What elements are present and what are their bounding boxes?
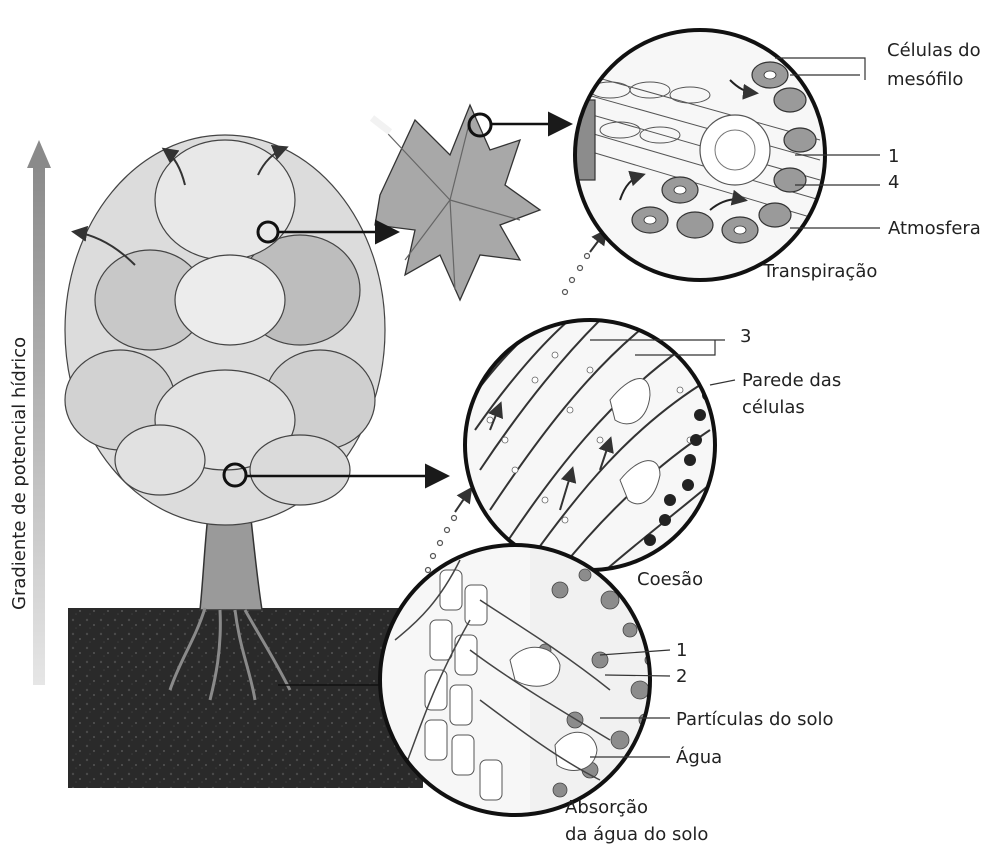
label-mesophyll-1: Células do	[887, 40, 981, 61]
label-root-num-1: 1	[676, 640, 687, 661]
label-atmosphere: Atmosfera	[888, 218, 981, 239]
caption-absorption-2: da água do solo	[565, 824, 708, 845]
axis-label: Gradiente de potencial hídrico	[9, 337, 30, 610]
soil	[68, 608, 423, 788]
caption-transpiration: Transpiração	[762, 261, 877, 282]
label-water: Água	[676, 746, 722, 768]
caption-absorption-1: Absorção	[565, 797, 648, 818]
leaf-detail-panel	[570, 30, 825, 280]
label-leaf-num-4: 4	[888, 172, 899, 193]
potential-gradient-arrow	[27, 140, 51, 685]
label-cell-walls-2: células	[742, 397, 805, 418]
label-cell-walls-1: Parede das	[742, 370, 841, 391]
label-mesophyll-2: mesófilo	[887, 69, 963, 90]
leaf	[372, 105, 540, 300]
label-leaf-num-1: 1	[888, 146, 899, 167]
label-root-num-2: 2	[676, 666, 687, 687]
stem-detail-panel	[465, 315, 715, 575]
caption-cohesion: Coesão	[637, 569, 703, 590]
label-soil-particles: Partículas do solo	[676, 709, 834, 730]
label-stem-num-3: 3	[740, 326, 751, 347]
